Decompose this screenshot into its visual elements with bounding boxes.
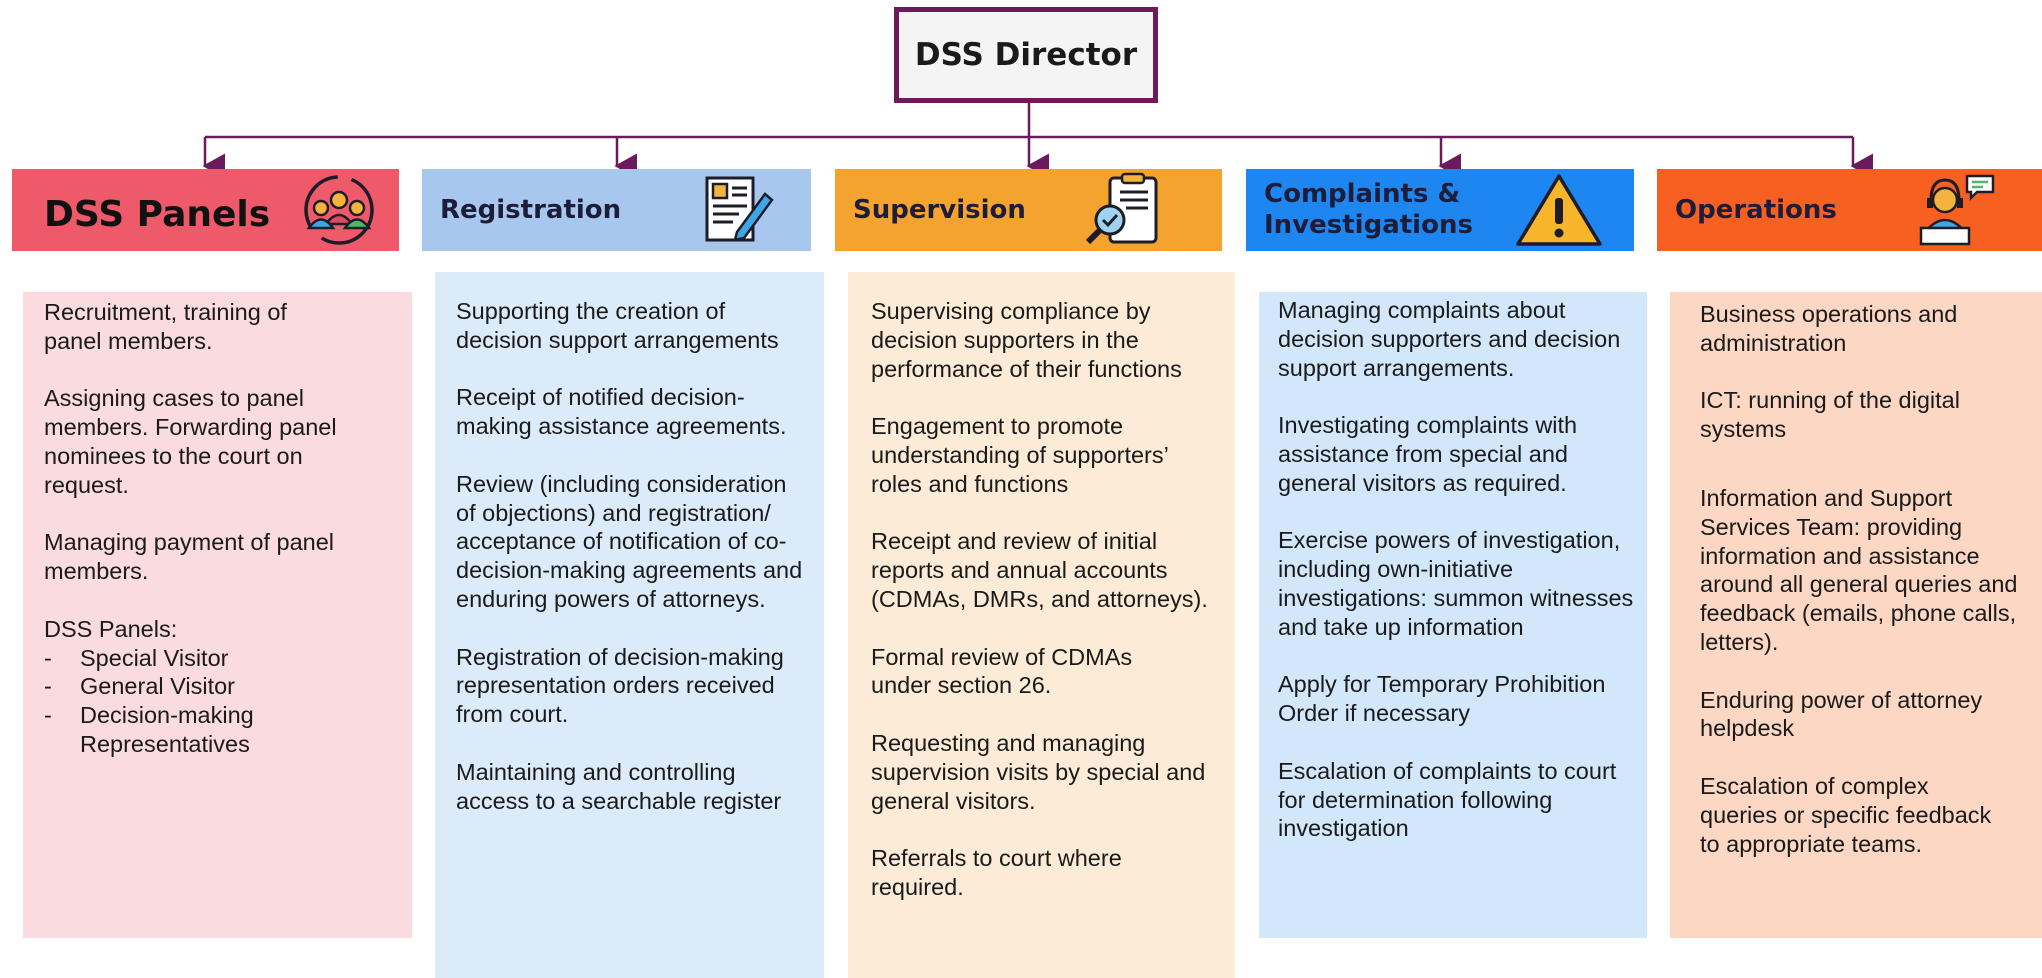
list-item: Registration of decision-making represen…	[456, 643, 784, 728]
header-title: Registration	[440, 195, 622, 225]
list-item: Supporting the creation of decision supp…	[456, 298, 779, 353]
list-item: Engagement to promote understanding of s…	[871, 413, 1168, 497]
list-item: Escalation of complaints to court for de…	[1278, 757, 1617, 842]
header-supervision: Supervision	[835, 169, 1222, 251]
header-title: Supervision	[853, 195, 1026, 225]
list-item: Formal review of CDMAs under section 26.	[871, 643, 1133, 699]
list-item: Decision-making Representatives	[44, 701, 300, 759]
list-item: Investigating complaints with assistance…	[1278, 412, 1578, 496]
column-body-supervision: Supervising compliance by decision suppo…	[848, 272, 1235, 978]
list-item: Requesting and managing supervision visi…	[871, 729, 1206, 814]
panels-list-heading: DSS Panels:	[44, 615, 178, 642]
list-item: Referrals to court where required.	[871, 845, 1122, 900]
list-item: Maintaining and controlling access to a …	[456, 758, 782, 814]
column-body-complaints: Managing complaints about decision suppo…	[1259, 292, 1647, 938]
list-item: Exercise powers of investigation, includ…	[1278, 527, 1634, 640]
header-title: DSS Panels	[44, 194, 271, 235]
list-item: General Visitor	[44, 672, 392, 701]
group-cycle-icon	[304, 175, 374, 245]
column-body-operations: Business operations and administration I…	[1670, 292, 2042, 938]
list-item: Supervising compliance by decision suppo…	[871, 298, 1182, 382]
list-item: Apply for Temporary Prohibition Order if…	[1278, 671, 1606, 727]
clipboard-magnifier-icon	[1085, 172, 1158, 245]
list-item: Assigning cases to panel members. Forwar…	[44, 385, 337, 498]
header-dss-panels: DSS Panels	[12, 169, 399, 251]
list-item: Special Visitor	[44, 644, 392, 673]
panels-sublist: Special Visitor General Visitor Decision…	[44, 644, 392, 759]
header-title: Complaints & Investigations	[1264, 179, 1473, 240]
warning-triangle-icon	[1516, 174, 1602, 246]
list-item: Enduring power of attorney helpdesk	[1700, 686, 1983, 742]
director-label: DSS Director	[914, 37, 1138, 73]
column-body-dss-panels: Recruitment, training of panel members. …	[23, 292, 412, 938]
list-item: Review (including consideration of objec…	[456, 470, 803, 612]
list-item: Recruitment, training of panel members.	[44, 299, 287, 354]
header-operations: Operations	[1657, 169, 2042, 251]
list-item: Business operations and administration	[1700, 301, 1958, 356]
list-item: Receipt and review of initial reports an…	[871, 528, 1208, 612]
header-complaints-investigations: Complaints & Investigations	[1246, 169, 1634, 251]
list-item: ICT: running of the digital systems	[1700, 387, 1960, 443]
document-pen-icon	[705, 176, 774, 242]
header-registration: Registration	[422, 169, 811, 251]
header-title: Operations	[1675, 195, 1837, 225]
list-item: Managing complaints about decision suppo…	[1278, 297, 1621, 381]
list-item: Receipt of notified decision-making assi…	[456, 384, 787, 440]
list-item: Escalation of complex queries or specifi…	[1700, 772, 1992, 857]
column-body-registration: Supporting the creation of decision supp…	[435, 272, 824, 978]
list-item: Information and Support Services Team: p…	[1700, 484, 2018, 655]
list-item: Managing payment of panel members.	[44, 529, 335, 585]
director-box: DSS Director	[894, 7, 1158, 103]
support-agent-icon	[1919, 174, 1995, 246]
org-connectors	[202, 103, 1873, 179]
